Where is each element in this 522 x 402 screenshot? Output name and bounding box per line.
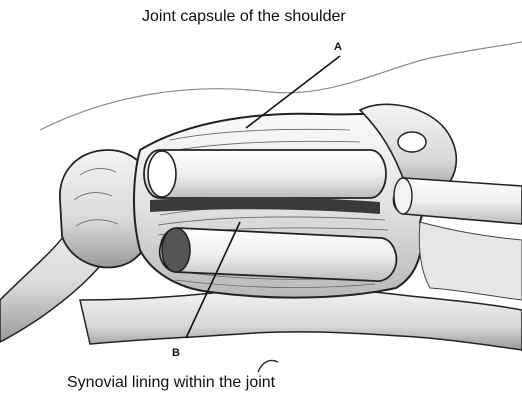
- label-b: B: [172, 347, 180, 359]
- upper-tendon: [144, 150, 386, 198]
- label-a: A: [334, 41, 342, 53]
- small-curl-mark: [258, 360, 278, 372]
- bottom-caption: Synovial lining within the joint: [67, 374, 275, 392]
